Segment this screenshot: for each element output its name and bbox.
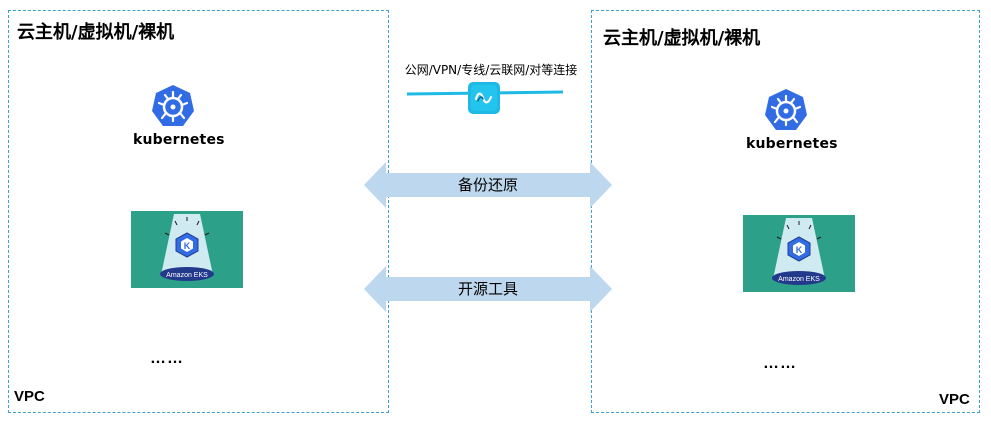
right-vpc-box bbox=[591, 10, 980, 413]
kubernetes-icon bbox=[765, 89, 807, 130]
left-more-indicator: …… bbox=[150, 350, 184, 367]
kubernetes-icon bbox=[152, 85, 194, 126]
left-amazon-eks-logo: K Amazon EKS bbox=[131, 211, 243, 288]
double-arrow-icon bbox=[364, 162, 612, 208]
left-vpc-label: VPC bbox=[14, 388, 45, 405]
double-arrow-icon bbox=[364, 266, 612, 312]
kubernetes-wordmark: kubernetes bbox=[133, 132, 225, 148]
right-kubernetes-logo: kubernetes bbox=[746, 87, 838, 152]
svg-text:K: K bbox=[184, 241, 191, 251]
backup-restore-arrow: 备份还原 bbox=[364, 162, 612, 208]
open-source-tools-label: 开源工具 bbox=[457, 280, 518, 298]
right-vpc-label: VPC bbox=[939, 391, 970, 408]
amazon-eks-icon: K Amazon EKS bbox=[772, 218, 826, 285]
eks-label: Amazon EKS bbox=[778, 276, 820, 283]
right-amazon-eks-logo: K Amazon EKS bbox=[743, 215, 855, 292]
svg-text:K: K bbox=[796, 245, 803, 255]
left-vpc-title: 云主机/虚拟机/裸机 bbox=[17, 22, 175, 43]
left-kubernetes-logo: kubernetes bbox=[133, 83, 225, 148]
connection-label: 公网/VPN/专线/云联网/对等连接 bbox=[404, 63, 578, 77]
open-source-tools-arrow: 开源工具 bbox=[364, 266, 612, 312]
network-connector-icon bbox=[406, 82, 564, 114]
right-vpc-title: 云主机/虚拟机/裸机 bbox=[603, 28, 761, 49]
kubernetes-wordmark: kubernetes bbox=[746, 136, 838, 152]
left-vpc-box bbox=[8, 10, 389, 413]
amazon-eks-icon: K Amazon EKS bbox=[160, 214, 214, 281]
right-more-indicator: …… bbox=[763, 355, 797, 372]
eks-label: Amazon EKS bbox=[166, 272, 208, 279]
backup-restore-label: 备份还原 bbox=[457, 176, 518, 194]
